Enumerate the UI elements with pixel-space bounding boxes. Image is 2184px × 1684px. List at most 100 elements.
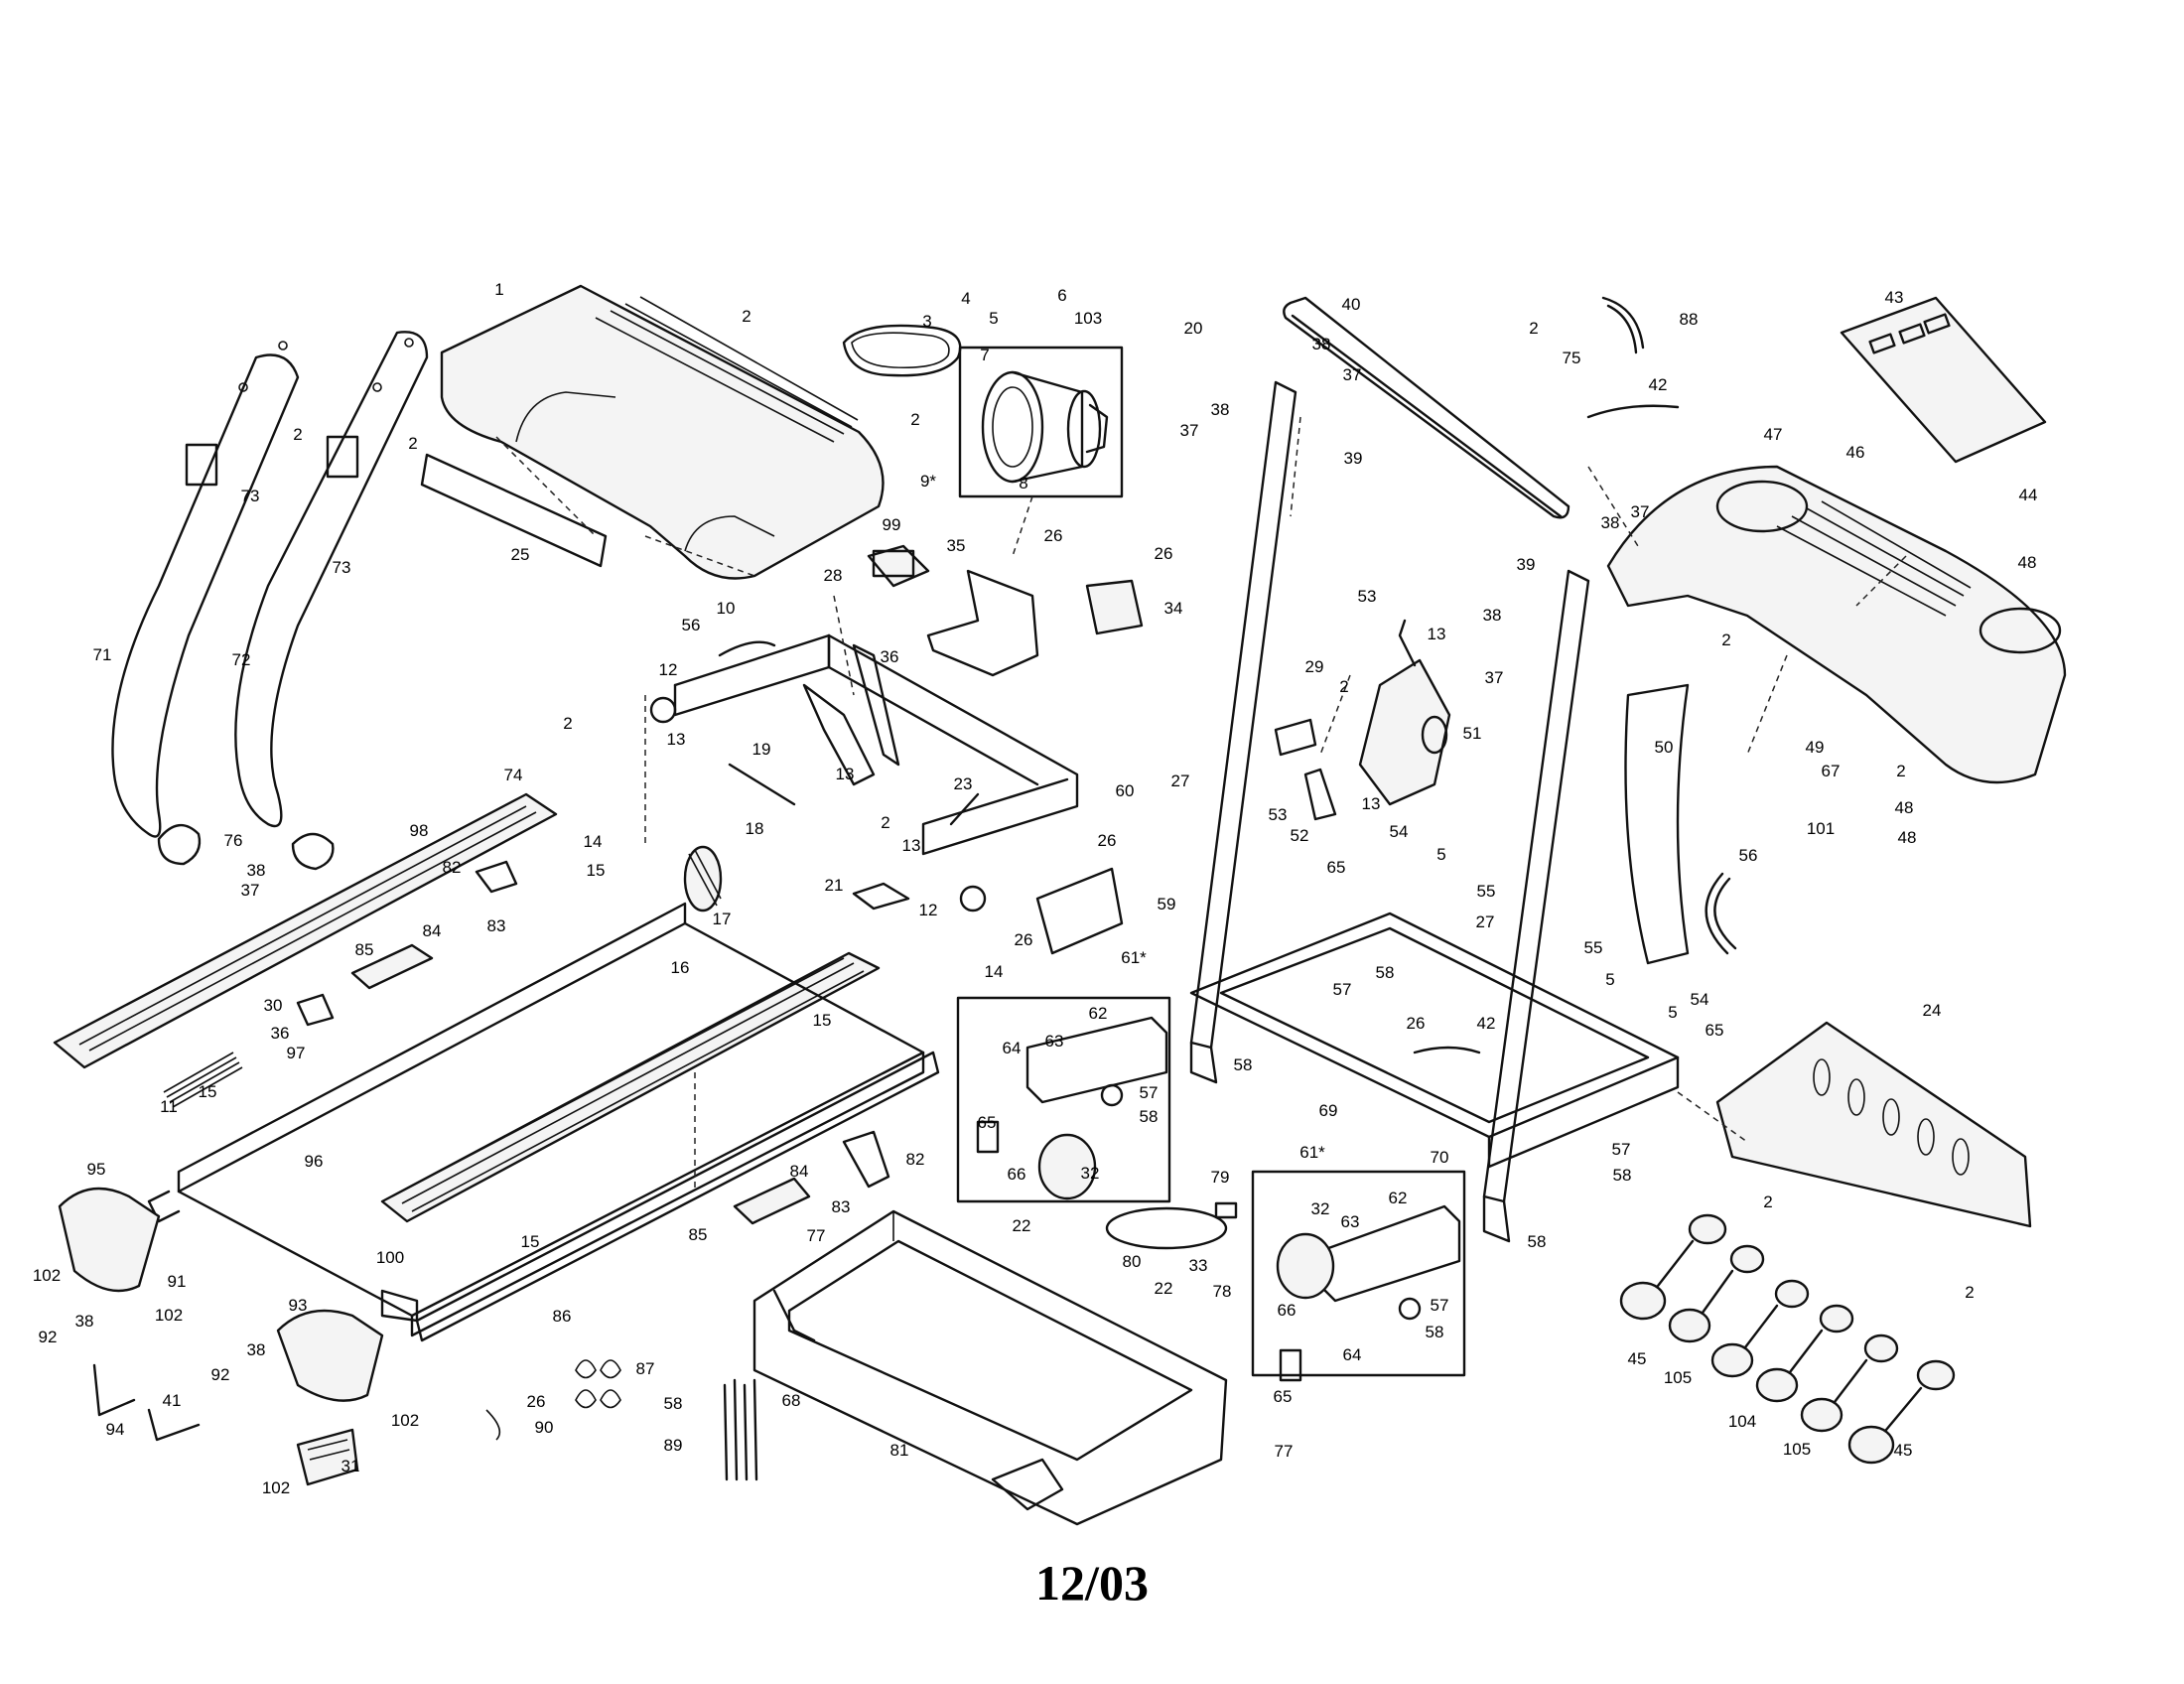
power-cord-79: [1105, 1201, 1238, 1250]
hex-key-94: [92, 1363, 136, 1417]
part-label-58: 58: [1426, 1323, 1444, 1341]
part-label-5: 5: [1668, 1003, 1677, 1022]
part-label-58: 58: [1234, 1055, 1253, 1074]
part-label-65: 65: [1274, 1387, 1293, 1406]
part-label-90: 90: [535, 1418, 554, 1437]
part-label-104: 104: [1728, 1412, 1756, 1431]
part-label-91: 91: [168, 1272, 187, 1291]
part-label-57: 57: [1140, 1083, 1159, 1102]
part-label-57: 57: [1333, 980, 1352, 999]
part-label-5: 5: [1605, 970, 1614, 989]
wheel-assembly-box-61-right: [1251, 1170, 1466, 1382]
part-label-38: 38: [1312, 335, 1331, 353]
handrail-end-caps-76: [157, 824, 335, 871]
part-label-82: 82: [443, 858, 462, 877]
wire-harness-88: [1601, 296, 1645, 354]
part-label-42: 42: [1477, 1014, 1496, 1033]
part-label-42: 42: [1649, 375, 1668, 394]
hex-key-41: [147, 1408, 201, 1442]
wheel-assembly-box-61-left: [956, 996, 1171, 1203]
part-label-37: 37: [1343, 365, 1362, 384]
part-label-2: 2: [1529, 319, 1538, 338]
part-label-24: 24: [1923, 1001, 1942, 1020]
part-label-102: 102: [33, 1266, 61, 1285]
part-label-62: 62: [1389, 1189, 1408, 1207]
part-label-58: 58: [1140, 1107, 1159, 1126]
part-label-88: 88: [1680, 310, 1699, 329]
part-label-89: 89: [664, 1436, 683, 1455]
part-label-1: 1: [494, 280, 503, 299]
part-label-11: 11: [160, 1097, 178, 1116]
part-label-38: 38: [247, 861, 266, 880]
part-label-36: 36: [881, 647, 899, 666]
guide-85-upper: [350, 943, 434, 990]
mount-plate-59: [1035, 867, 1124, 955]
part-label-63: 63: [1341, 1212, 1360, 1231]
part-label-26: 26: [1155, 544, 1173, 563]
part-label-85: 85: [689, 1225, 708, 1244]
wire-harness-56: [1705, 872, 1737, 955]
part-label-26: 26: [1044, 526, 1063, 545]
part-label-96: 96: [305, 1152, 324, 1171]
part-label-75: 75: [1563, 349, 1581, 367]
part-label-6: 6: [1057, 286, 1066, 305]
part-label-65: 65: [1706, 1021, 1724, 1040]
part-label-10: 10: [717, 599, 736, 618]
part-label-9: 9*: [920, 472, 936, 491]
part-label-87: 87: [636, 1359, 655, 1378]
part-label-22: 22: [1155, 1279, 1173, 1298]
frame-rail-86: [415, 1051, 940, 1342]
bracket-82: [475, 860, 890, 1189]
part-label-16: 16: [671, 958, 690, 977]
part-label-33: 33: [1189, 1256, 1208, 1275]
part-label-41: 41: [163, 1391, 182, 1410]
rear-roller-pulley-17: [683, 845, 723, 912]
part-label-50: 50: [1655, 738, 1674, 757]
part-label-61: 61*: [1299, 1143, 1325, 1162]
part-label-21: 21: [825, 876, 844, 895]
part-label-14: 14: [985, 962, 1004, 981]
part-label-14: 14: [584, 832, 603, 851]
part-label-46: 46: [1846, 443, 1865, 462]
part-label-37: 37: [241, 881, 260, 900]
part-label-102: 102: [155, 1306, 183, 1325]
part-label-40: 40: [1342, 295, 1361, 314]
part-label-2: 2: [293, 425, 302, 444]
part-label-32: 32: [1311, 1199, 1330, 1218]
part-label-56: 56: [1739, 846, 1758, 865]
part-label-15: 15: [199, 1082, 217, 1101]
part-label-103: 103: [1074, 309, 1102, 328]
part-label-36: 36: [271, 1024, 290, 1043]
part-label-26: 26: [527, 1392, 546, 1411]
part-label-72: 72: [232, 650, 251, 669]
part-label-82: 82: [906, 1150, 925, 1169]
part-label-47: 47: [1764, 425, 1783, 444]
part-label-2: 2: [1721, 631, 1730, 649]
part-label-15: 15: [521, 1232, 540, 1251]
part-label-2: 2: [1965, 1283, 1974, 1302]
part-label-13: 13: [1428, 625, 1446, 643]
part-label-48: 48: [2018, 553, 2037, 572]
part-label-105: 105: [1664, 1368, 1692, 1387]
part-label-2: 2: [1896, 762, 1905, 780]
base-pan-81: [752, 1209, 1228, 1526]
part-label-92: 92: [211, 1365, 230, 1384]
part-label-68: 68: [782, 1391, 801, 1410]
right-upright-tube: [1482, 569, 1590, 1243]
part-label-34: 34: [1164, 599, 1183, 618]
part-label-5: 5: [989, 309, 998, 328]
part-label-54: 54: [1691, 990, 1709, 1009]
motor-assembly-9: [958, 346, 1124, 498]
part-label-100: 100: [376, 1248, 404, 1267]
part-label-2: 2: [1339, 677, 1348, 696]
upright-crossbar-40: [1283, 296, 1570, 519]
part-label-66: 66: [1278, 1301, 1297, 1320]
part-label-37: 37: [1631, 502, 1650, 521]
part-label-58: 58: [1613, 1166, 1632, 1185]
part-label-55: 55: [1477, 882, 1496, 901]
part-label-60: 60: [1116, 781, 1135, 800]
wire-10: [718, 640, 776, 657]
part-label-77: 77: [807, 1226, 826, 1245]
part-label-32: 32: [1081, 1164, 1100, 1183]
